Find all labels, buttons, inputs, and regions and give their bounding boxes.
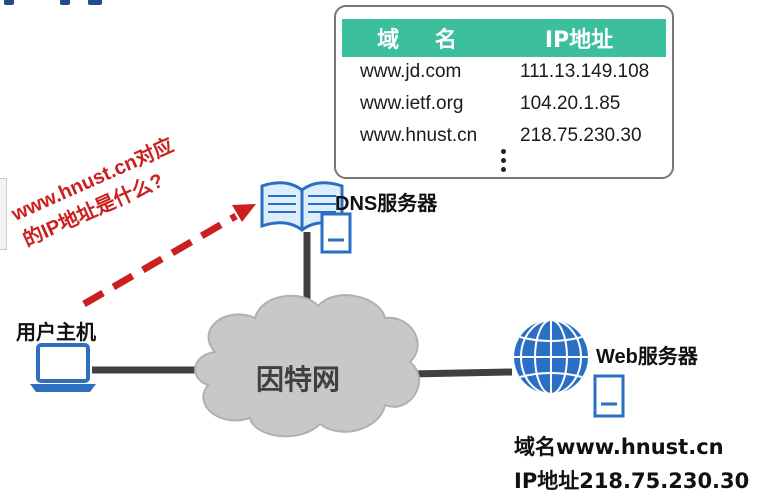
table-row: www.jd.com 111.13.149.108 [336, 61, 672, 91]
left-window-edge [0, 178, 7, 250]
table-row: www.hnust.cn 218.75.230.30 [336, 125, 672, 155]
book-server-icon [260, 181, 352, 254]
row-domain: www.ietf.org [360, 93, 464, 114]
web-server-ip: IP地址218.75.230.30 [514, 469, 750, 493]
more-rows-ellipsis-icon [500, 149, 508, 177]
table-row: www.ietf.org 104.20.1.85 [336, 93, 672, 123]
table-header: 域 名 IP地址 [342, 19, 666, 57]
header-domain: 域 名 [377, 28, 471, 53]
dns-server-label: DNS服务器 [335, 193, 438, 215]
globe-server-icon [514, 319, 625, 418]
row-ip: 104.20.1.85 [520, 93, 621, 114]
row-ip: 111.13.149.108 [520, 61, 650, 82]
header-ip: IP地址 [544, 28, 614, 53]
user-host-label: 用户主机 [16, 320, 96, 344]
row-domain: www.jd.com [360, 61, 462, 82]
web-server-label: Web服务器 [596, 346, 698, 368]
row-domain: www.hnust.cn [360, 125, 478, 146]
internet-label: 因特网 [256, 363, 341, 396]
web-server-domain: 域名www.hnust.cn [514, 435, 724, 459]
laptop-icon [30, 343, 96, 392]
cloud-icon [194, 294, 421, 438]
row-ip: 218.75.230.30 [520, 125, 642, 146]
query-arrow [82, 204, 256, 308]
link-internet-web [409, 368, 513, 378]
dns-table: 域 名 IP地址 www.jd.com 111.13.149.108 www.i… [334, 5, 674, 179]
clipped-top-fragment [0, 0, 110, 8]
